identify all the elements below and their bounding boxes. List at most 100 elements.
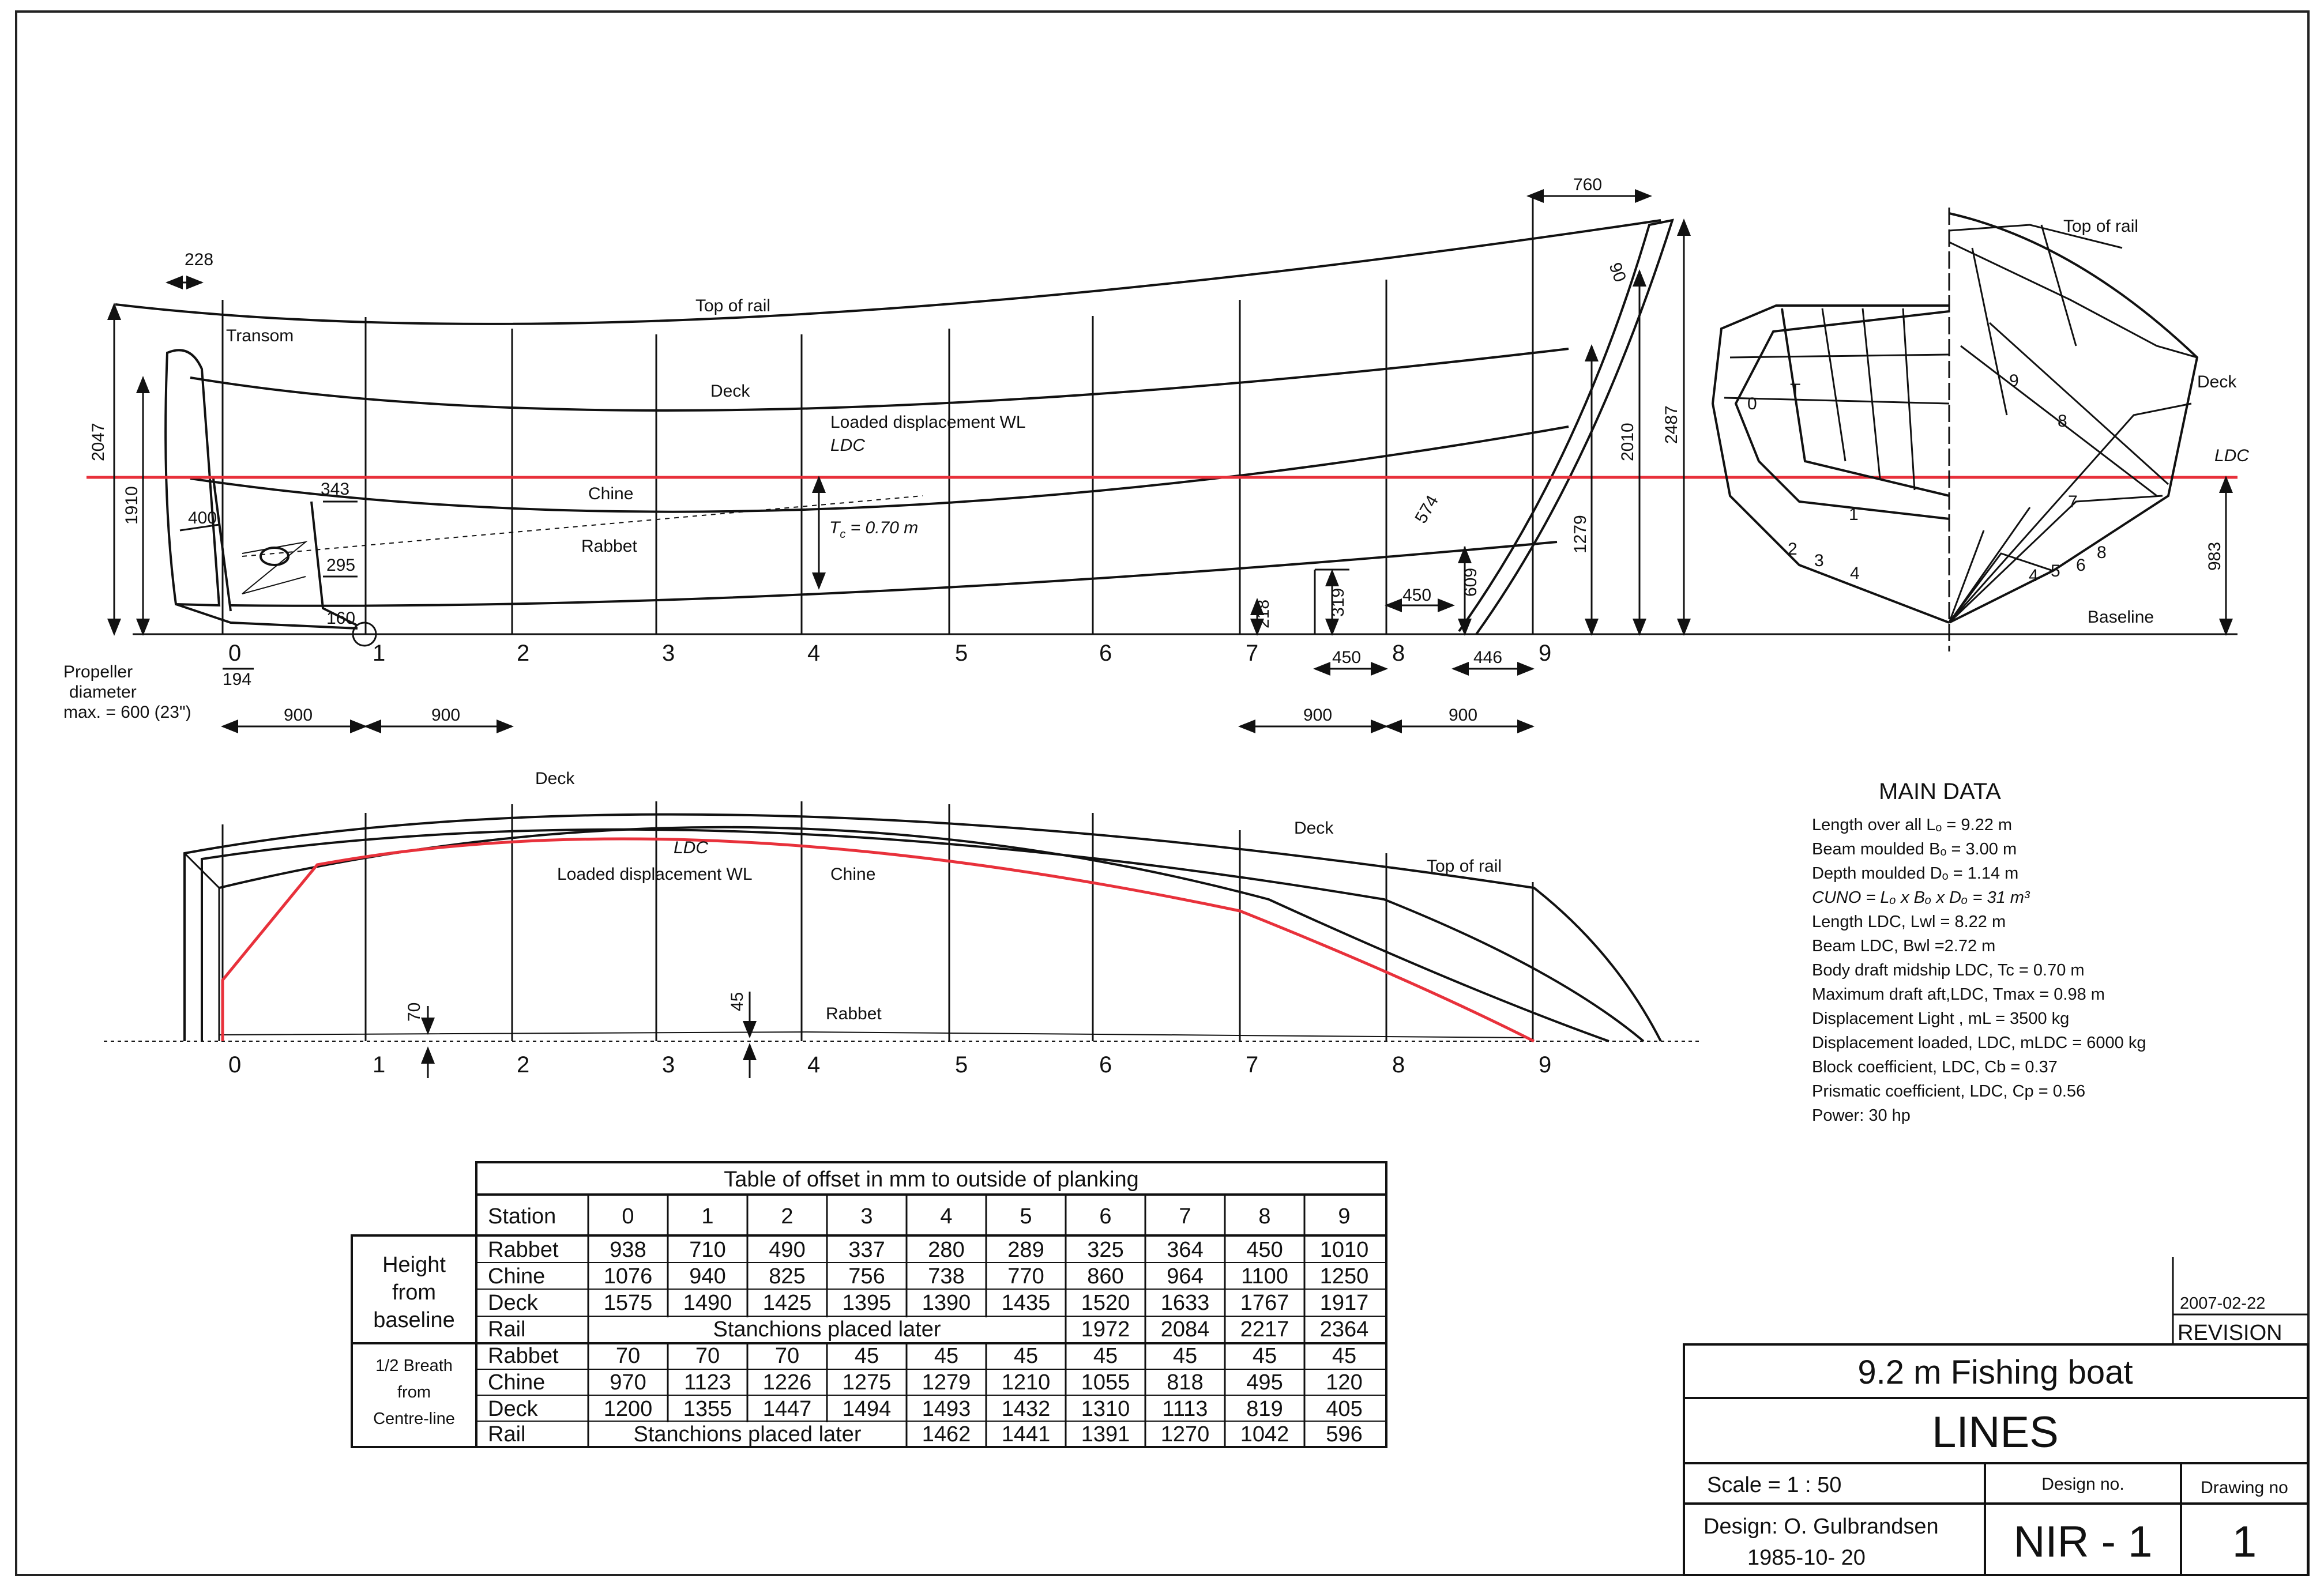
offset-cell: 1123 [684, 1370, 731, 1395]
offset-cell: 710 [689, 1238, 725, 1262]
plan-station-5: 5 [955, 1052, 968, 1078]
section-label-5: 5 [2051, 562, 2060, 581]
station-6: 6 [1099, 641, 1112, 666]
drawing-title: LINES [1932, 1408, 2059, 1457]
table-station: 2 [781, 1204, 793, 1229]
station-7: 7 [1246, 641, 1258, 666]
dim-446: 446 [1473, 648, 1502, 667]
offset-cell: 1494 [843, 1397, 892, 1421]
offset-table-station-headers: 0 1 2 3 4 5 6 7 8 9 [622, 1204, 1350, 1229]
main-data-line: Prismatic coefficient, LDC, Cp = 0.56 [1812, 1082, 2085, 1101]
main-data-line: Length over all Lₒ = 9.22 m [1812, 816, 2012, 834]
plan-station-6: 6 [1099, 1052, 1112, 1078]
main-data-line: CUNO = Lₒ x Bₒ x Dₒ = 31 m³ [1812, 888, 2030, 907]
offset-cell: 1767 [1240, 1291, 1289, 1315]
station-5: 5 [955, 641, 968, 666]
transom [164, 349, 221, 607]
offset-note: Stanchions placed later [713, 1317, 941, 1342]
sheet-border [15, 10, 2310, 1576]
rail-plan-line [183, 813, 1662, 1042]
plan-station-4: 4 [807, 1052, 820, 1078]
offset-cell: 596 [1326, 1422, 1362, 1446]
body-plan [1711, 208, 2199, 651]
offset-cell: 1200 [604, 1397, 653, 1421]
design-date: 1985-10- 20 [1747, 1546, 1866, 1570]
offset-cell: 120 [1326, 1370, 1362, 1395]
section-label-9: 9 [2009, 371, 2019, 390]
label-chine-plan: Chine [830, 865, 875, 884]
offset-note: Stanchions placed later [633, 1422, 861, 1446]
label-transom: Transom [226, 326, 294, 345]
offset-cell: 1042 [1240, 1422, 1289, 1446]
offset-cell: 1210 [1002, 1370, 1051, 1395]
dim-450-a: 450 [1332, 648, 1361, 667]
label-top-of-rail-body: Top of rail [2063, 217, 2138, 236]
station-4: 4 [807, 641, 820, 666]
section-label-8-upper: 8 [2058, 412, 2067, 431]
offset-table: Table of offset in mm to outside of plan… [351, 1161, 1387, 1448]
profile-view [115, 196, 2237, 647]
dim-45-plan: 45 [728, 992, 747, 1011]
profile-dimensions [107, 189, 2233, 733]
dim-1279: 1279 [1571, 515, 1590, 553]
section-label-8: 8 [2097, 543, 2107, 562]
table-station: 1 [701, 1204, 713, 1229]
label-ldc: LDC [830, 436, 865, 455]
section-label-t: T [1790, 381, 1800, 400]
keel-aft [175, 603, 358, 630]
offset-row-label: Rail [488, 1422, 525, 1446]
offset-cell: 1493 [922, 1397, 971, 1421]
main-data-block: MAIN DATA Length over all Lₒ = 9.22 m Be… [1812, 779, 2146, 1125]
dim-574: 574 [1411, 492, 1442, 527]
label-ldc-plan: LDC [674, 838, 708, 857]
profile-station-numbers: 0 1 2 3 4 5 6 7 8 9 [228, 641, 1551, 666]
label-propeller-1: Propeller [63, 662, 133, 681]
plan-station-2: 2 [517, 1052, 529, 1078]
design-no: NIR - 1 [2014, 1517, 2153, 1566]
offset-row-label: Deck [488, 1291, 539, 1315]
offset-cell: 940 [689, 1264, 725, 1289]
rail-note-cell-breadth [589, 1422, 905, 1446]
dim-218: 218 [1254, 600, 1273, 628]
dim-295: 295 [326, 556, 355, 575]
plan-station-3: 3 [662, 1052, 675, 1078]
offset-cell: 495 [1246, 1370, 1283, 1395]
station-8: 8 [1392, 641, 1405, 666]
offset-cell: 70 [775, 1344, 799, 1368]
label-loaded-wl: Loaded displacement WL [830, 413, 1026, 432]
dim-70-plan: 70 [405, 1003, 424, 1022]
dim-1910: 1910 [122, 486, 141, 525]
offset-row-label: Rabbet [488, 1238, 559, 1262]
label-deck-plan-2: Deck [1294, 819, 1334, 838]
offset-cell: 2364 [1320, 1317, 1369, 1342]
offset-cell: 1391 [1081, 1422, 1130, 1446]
offset-cell: 45 [855, 1344, 879, 1368]
offset-cell: 450 [1246, 1238, 1283, 1262]
offset-cell: 1520 [1081, 1291, 1130, 1315]
offset-cell: 1355 [683, 1397, 732, 1421]
main-data-line: Displacement Light , mL = 3500 kg [1812, 1009, 2069, 1028]
offset-cell: 756 [848, 1264, 885, 1289]
dim-90: 90 [1605, 260, 1629, 285]
chine-plan-line [219, 826, 1609, 1042]
offset-cell: 45 [934, 1344, 958, 1368]
offset-cell: 289 [1007, 1238, 1044, 1262]
offset-cell: 45 [1253, 1344, 1277, 1368]
label-rabbet-plan: Rabbet [826, 1004, 882, 1023]
offset-cell: 738 [928, 1264, 964, 1289]
offset-cell: 1390 [922, 1291, 971, 1315]
offset-cell: 825 [769, 1264, 805, 1289]
offset-cell: 1432 [1002, 1397, 1051, 1421]
offset-row-label: Chine [488, 1264, 545, 1289]
designer: Design: O. Gulbrandsen [1703, 1515, 1939, 1539]
offset-cell: 1441 [1002, 1422, 1051, 1446]
offset-row-label: Rail [488, 1317, 525, 1342]
offset-cell: 337 [848, 1238, 885, 1262]
body-plan-labels: 9 8 7 8 6 5 4 1 2 3 4 0 T [1747, 371, 2107, 585]
table-station: 8 [1258, 1204, 1270, 1229]
dim-2047: 2047 [89, 423, 108, 461]
design-no-label: Design no. [2041, 1475, 2124, 1494]
offset-cell: 1010 [1320, 1238, 1369, 1262]
